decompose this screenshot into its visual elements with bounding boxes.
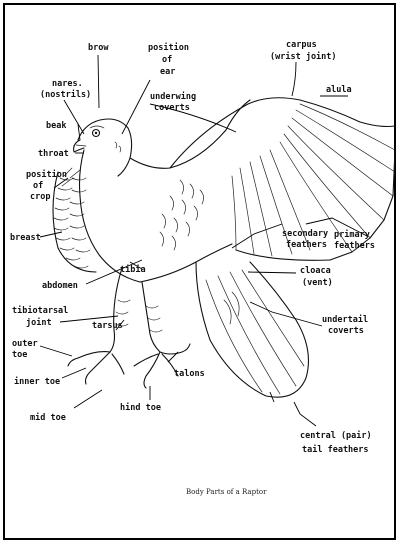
label-position-of-ear-2: of	[162, 55, 172, 65]
diagram-caption: Body Parts of a Raptor	[186, 488, 267, 496]
label-hind-toe: hind toe	[120, 402, 161, 413]
label-cloaca-2: (vent)	[302, 278, 333, 288]
label-primary-feathers-1: primary	[334, 229, 370, 240]
label-undertail-coverts-1: undertail	[322, 314, 368, 325]
label-tarsus: tarsus	[92, 321, 123, 331]
label-undertail-coverts-2: coverts	[328, 326, 364, 336]
label-nares-1: nares.	[52, 79, 83, 89]
label-cloaca-1: cloaca	[300, 266, 331, 276]
label-brow: brow	[88, 43, 109, 53]
underwing-covert-marks	[160, 180, 204, 250]
label-underwing-coverts-1: underwing	[150, 91, 196, 102]
label-underwing-coverts-2: coverts	[154, 103, 190, 113]
label-breast: breast	[10, 233, 41, 243]
label-position-of-crop-2: of	[33, 181, 43, 191]
label-throat: throat	[38, 149, 69, 159]
label-nares-2: (nostrils)	[40, 89, 91, 100]
label-outer-toe-1: outer	[12, 339, 38, 349]
label-position-of-crop-1: position	[26, 169, 67, 180]
label-tibia: tibia	[120, 264, 146, 275]
part-labels: brow position of ear carpus (wrist joint…	[10, 40, 375, 455]
label-carpus-2: (wrist joint)	[270, 51, 337, 62]
label-tibiotarsal-joint-1: tibiotarsal	[12, 305, 68, 316]
label-position-of-ear-1: position	[148, 42, 189, 53]
label-primary-feathers-2: feathers	[334, 241, 375, 251]
label-mid-toe: mid toe	[30, 412, 66, 423]
label-tibiotarsal-joint-2: joint	[26, 317, 52, 328]
label-secondary-feathers-2: feathers	[286, 240, 327, 250]
label-central-tail-feathers-1: central (pair)	[300, 430, 372, 441]
tail-feather-lines	[206, 270, 304, 394]
label-talons: talons	[174, 369, 205, 379]
label-outer-toe-2: toe	[12, 350, 27, 360]
label-abdomen: abdomen	[42, 281, 78, 291]
label-position-of-crop-3: crop	[30, 192, 50, 202]
label-position-of-ear-3: ear	[160, 67, 175, 77]
label-beak: beak	[46, 121, 66, 131]
label-central-tail-feathers-2: tail feathers	[302, 444, 369, 455]
label-inner-toe: inner toe	[14, 376, 60, 387]
label-secondary-feathers-1: secondary	[282, 229, 328, 239]
label-carpus-1: carpus	[286, 40, 317, 50]
label-alula: alula	[326, 85, 352, 95]
